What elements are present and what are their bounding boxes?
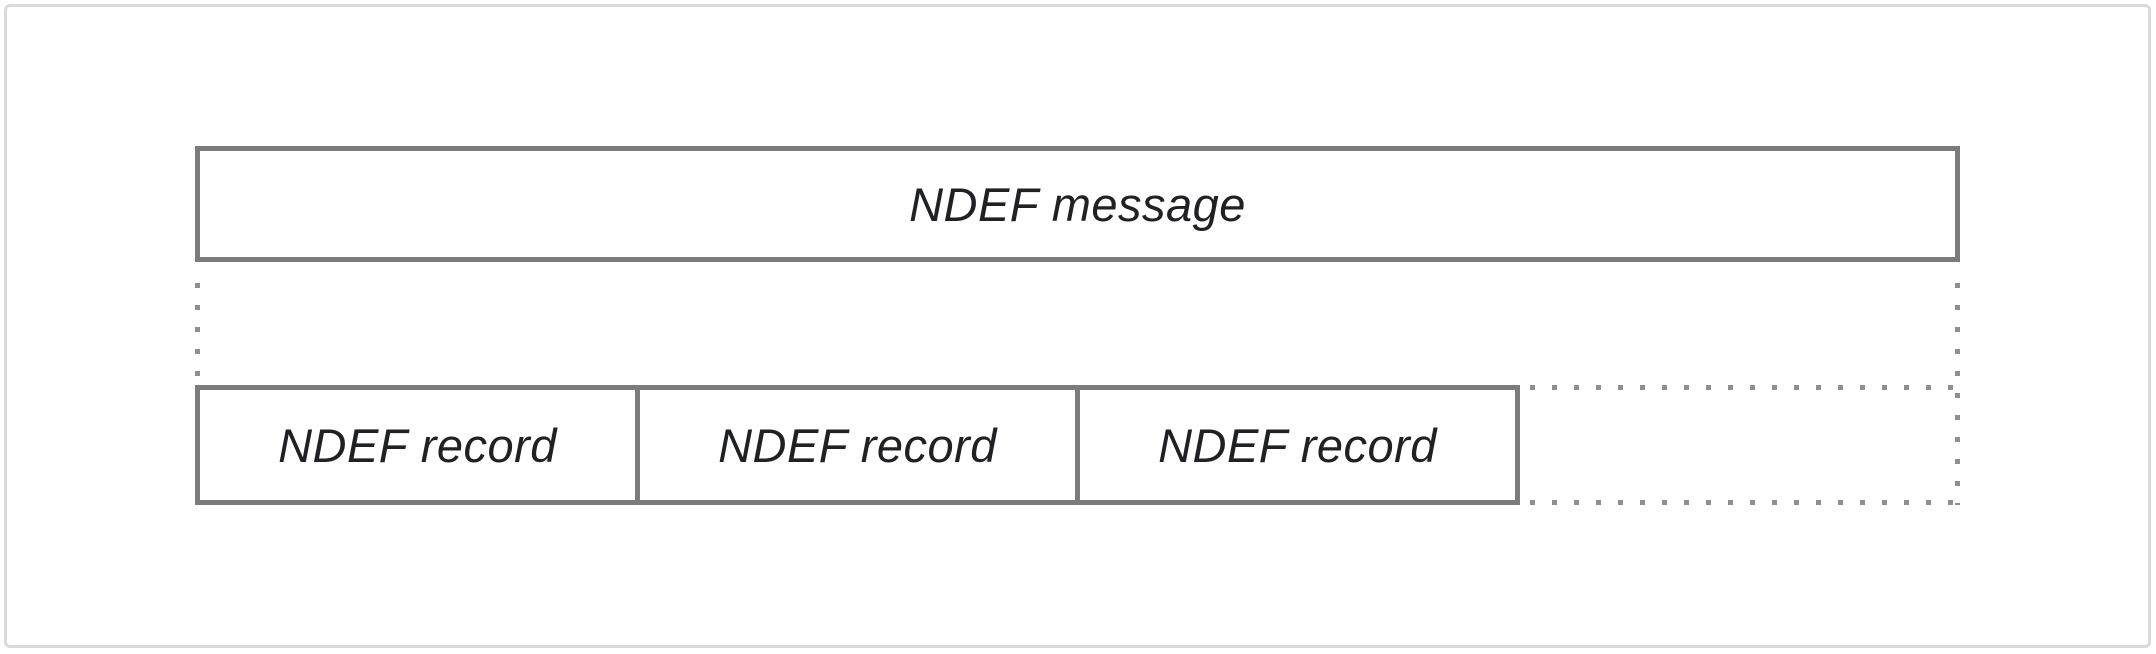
ndef-record-box: NDEF record	[1075, 390, 1515, 500]
dotted-continuation-top	[1530, 385, 1956, 390]
ndef-record-label: NDEF record	[718, 418, 997, 472]
ndef-record-label: NDEF record	[1158, 418, 1437, 472]
dotted-connector-right	[1955, 283, 1960, 505]
ndef-records-row: NDEF record NDEF record NDEF record	[195, 385, 1520, 505]
ndef-record-box: NDEF record	[200, 390, 635, 500]
ndef-message-box: NDEF message	[195, 146, 1960, 262]
outer-frame	[4, 4, 2151, 648]
ndef-record-box: NDEF record	[635, 390, 1075, 500]
ndef-message-label: NDEF message	[909, 177, 1246, 231]
ndef-record-label: NDEF record	[278, 418, 557, 472]
dotted-continuation-bottom	[1530, 500, 1956, 505]
dotted-connector-left	[195, 283, 200, 383]
